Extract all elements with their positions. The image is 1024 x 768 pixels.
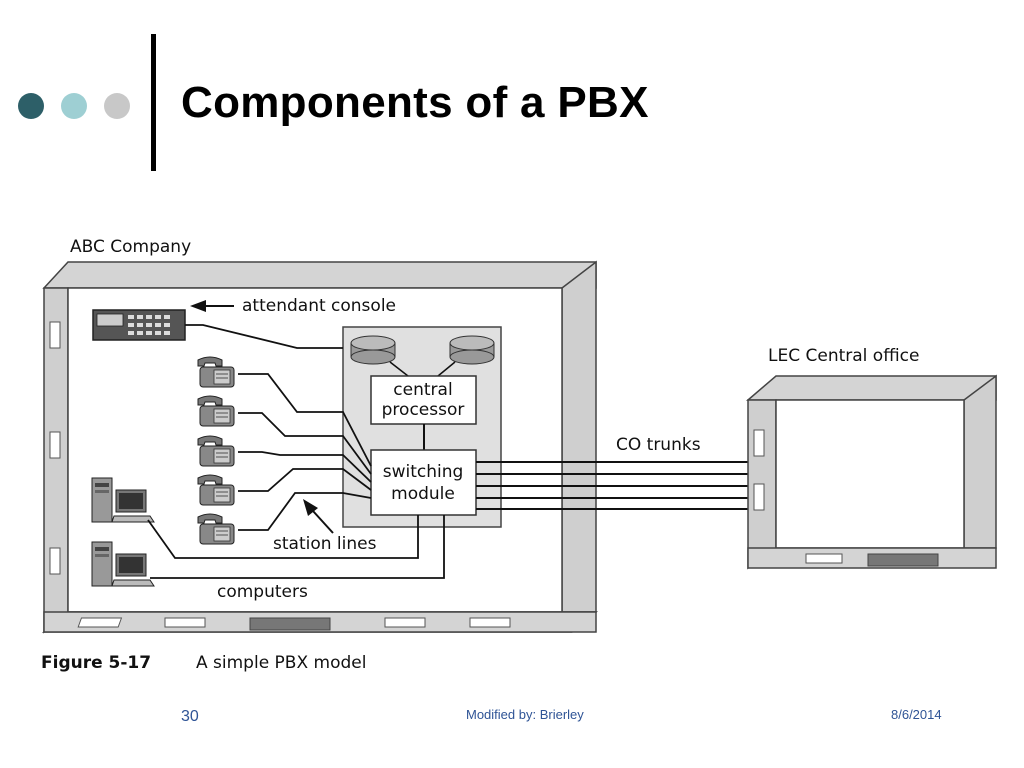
lec-label: LEC Central office — [768, 346, 919, 366]
company-label: ABC Company — [70, 237, 191, 257]
title-divider — [151, 34, 156, 171]
bullet-dots — [18, 93, 130, 119]
station-lines-label: station lines — [273, 534, 377, 554]
figure-number: Figure 5-17 — [41, 653, 151, 673]
switching-module-box — [370, 449, 477, 516]
computers-label: computers — [217, 582, 308, 602]
attendant-arrow — [190, 300, 234, 312]
disk-right — [449, 335, 495, 365]
bullet-dot-dark — [18, 93, 44, 119]
attendant-console-label: attendant console — [242, 296, 396, 316]
switching-module-label-2: module — [391, 484, 455, 504]
central-processor-label-1: central — [393, 380, 452, 400]
co-trunks-label: CO trunks — [616, 435, 701, 455]
central-processor-label-2: processor — [382, 400, 465, 420]
slide-title: Components of a PBX — [181, 78, 649, 127]
attendant-console — [92, 309, 186, 341]
bullet-dot-teal — [61, 93, 87, 119]
footer-date: 8/6/2014 — [891, 707, 942, 722]
station-lines-arrow — [303, 499, 334, 534]
footer-author: Modified by: Brierley — [466, 707, 584, 722]
station-wiring — [147, 324, 445, 579]
bullet-dot-gray — [104, 93, 130, 119]
switching-module-label-1: switching — [383, 462, 464, 482]
co-trunk-lines — [476, 461, 748, 510]
lec-central-office-building — [745, 374, 997, 570]
central-processor-box — [370, 375, 477, 425]
disk-left — [350, 335, 396, 365]
page-number: 30 — [181, 708, 199, 725]
figure-caption: A simple PBX model — [196, 653, 366, 673]
